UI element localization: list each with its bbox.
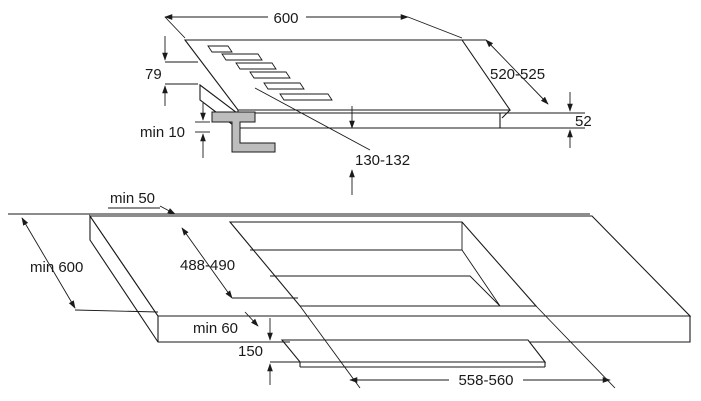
worktop-dimensions <box>8 205 616 389</box>
dim-line-min60 <box>244 311 259 327</box>
label-hob-height-total: 79 <box>145 66 162 83</box>
dim-line-min600 <box>21 217 76 309</box>
label-below-clearance: 150 <box>238 343 263 360</box>
hob-dimensions <box>162 14 585 195</box>
worktop-illustration <box>88 214 692 368</box>
cabinet-shelf <box>280 339 547 363</box>
dim-leader-130-132 <box>254 87 371 151</box>
dimension-labels: 600 520-525 79 52 min 10 130-132 min 50 … <box>30 10 592 389</box>
hob-right-edge <box>501 109 511 119</box>
dim-line-min50 <box>159 205 176 215</box>
dim-line-488-490 <box>181 227 233 299</box>
label-hob-height-body: 52 <box>575 113 592 130</box>
dim-line-hob-depth <box>485 39 549 105</box>
label-clamp-offset: 130-132 <box>355 152 410 169</box>
worktop-surface <box>88 215 692 317</box>
label-cutout-depth: 488-490 <box>180 257 235 274</box>
label-front-clearance: min 60 <box>193 320 238 337</box>
hob-illustration <box>183 39 512 153</box>
hob-glass-top <box>183 39 512 111</box>
label-worktop-depth: min 600 <box>30 259 83 276</box>
label-min-back-clearance: min 50 <box>110 190 155 207</box>
label-worktop-thickness: min 10 <box>140 124 185 141</box>
hob-controls <box>207 45 333 101</box>
label-hob-depth: 520-525 <box>490 66 545 83</box>
mounting-clamp <box>211 111 276 153</box>
label-cutout-width: 558-560 <box>458 372 513 389</box>
label-hob-width: 600 <box>273 10 298 27</box>
